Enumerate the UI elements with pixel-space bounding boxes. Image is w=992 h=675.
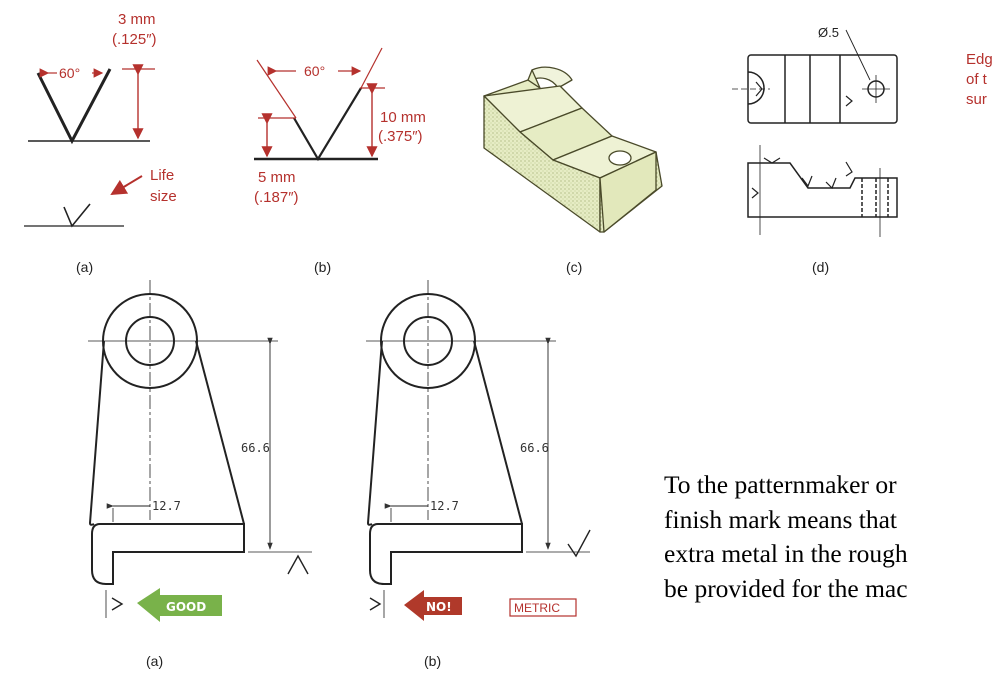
- dim-10mm: 10 mm: [380, 109, 426, 126]
- life-size-note-2: size: [150, 188, 177, 205]
- angle-label-b: 60°: [304, 63, 325, 79]
- good-arrow-stamp: GOOD: [137, 588, 222, 622]
- side-note-line-1: Edg: [966, 51, 992, 68]
- caption-bottom-b: (b): [424, 653, 441, 669]
- good-label: GOOD: [166, 600, 206, 614]
- life-size-note-1: Life: [150, 167, 174, 184]
- explanation-line: To the patternmaker or: [664, 470, 897, 499]
- side-note-line-2: of t: [966, 71, 988, 88]
- no-label: NO!: [426, 600, 452, 614]
- explanation-text: To the patternmaker or finish mark means…: [664, 468, 992, 606]
- caption-top-a: (a): [76, 259, 93, 275]
- explanation-line: finish mark means that: [664, 504, 897, 534]
- offset-dim-no: 12.7: [430, 499, 459, 513]
- angle-label-a: 60°: [59, 65, 80, 81]
- no-arrow-stamp: NO!: [404, 590, 462, 621]
- bracket-no: [366, 280, 591, 618]
- caption-bottom-a: (a): [146, 653, 163, 669]
- caption-top-d: (d): [812, 259, 829, 275]
- metric-badge: METRIC: [509, 598, 577, 617]
- explanation-line: be provided for the mac: [664, 573, 908, 603]
- height-dim-no: 66.6: [520, 441, 549, 455]
- metric-label: METRIC: [514, 601, 560, 615]
- orthographic-views: [732, 29, 898, 237]
- caption-top-c: (c): [566, 259, 582, 275]
- caption-top-b: (b): [314, 259, 331, 275]
- bracket-good: [88, 280, 312, 618]
- dim-3mm: 3 mm: [118, 11, 156, 28]
- side-note-line-3: sur: [966, 91, 987, 108]
- dim-375in: (.375″): [378, 128, 423, 145]
- explanation-line: extra metal in the rough: [664, 539, 908, 568]
- dim-125in: (.125″): [112, 31, 157, 48]
- offset-dim-good: 12.7: [152, 499, 181, 513]
- finish-mark-b: 60° 10 mm (.375″) 5 mm (.187″) (b): [254, 47, 426, 275]
- finish-mark-a: 60° 3 mm (.125″) Life size (a): [24, 11, 177, 275]
- dim-187in: (.187″): [254, 189, 299, 206]
- dim-5mm: 5 mm: [258, 169, 296, 186]
- isometric-part: [483, 66, 663, 233]
- hole-diameter-label: Ø.5: [818, 25, 839, 40]
- height-dim-good: 66.6: [241, 441, 270, 455]
